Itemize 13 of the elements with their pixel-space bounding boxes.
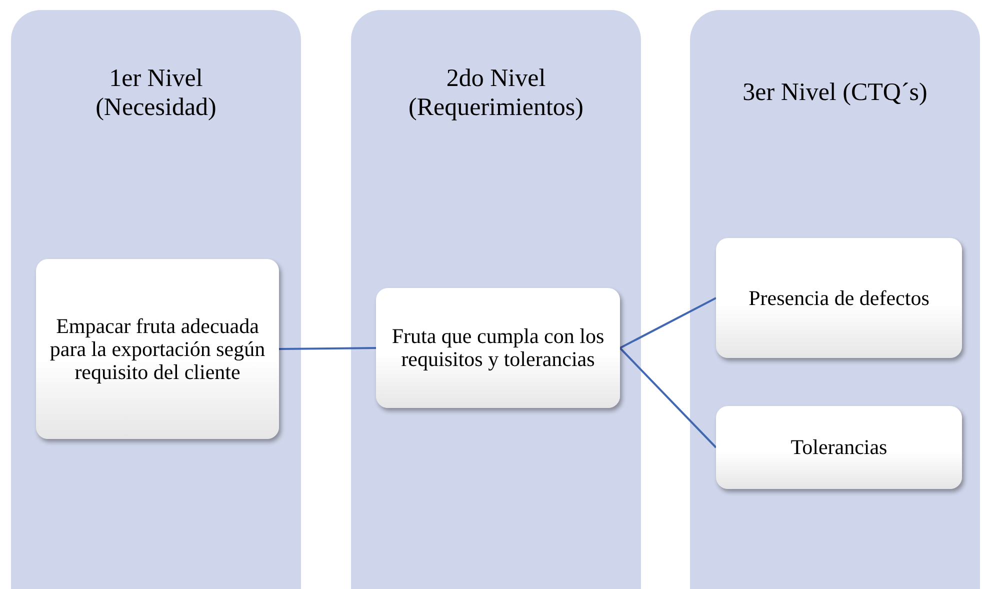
level-column	[351, 10, 641, 589]
process-box: Fruta que cumpla con los requisitos y tolerancias	[376, 288, 620, 408]
column-heading: 1er Nivel (Necesidad)	[94, 64, 218, 122]
column-heading: 3er Nivel (CTQ´s)	[742, 78, 928, 107]
process-box: Tolerancias	[716, 406, 962, 489]
connector-line	[278, 347, 376, 350]
process-box: Empacar fruta adecuada para la exportación según requisito del cliente	[36, 259, 279, 439]
column-heading: 2do Nivel (Requerimientos)	[408, 64, 584, 122]
level-column	[11, 10, 301, 589]
process-box: Presencia de defectos	[716, 238, 962, 358]
connector-line	[620, 297, 716, 349]
connector-line	[619, 347, 717, 448]
level-column	[690, 10, 980, 589]
